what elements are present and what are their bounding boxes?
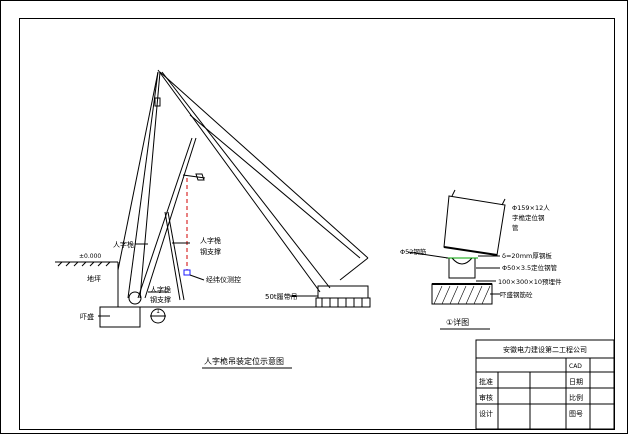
- approve-label: 批准: [479, 377, 493, 386]
- drawing-no-label: 图号: [569, 410, 583, 418]
- title-block-text: 安徽电力建设第二工程公司 CAD 批准 审核 设计 日期 比例 图号: [479, 345, 587, 418]
- date-label: 日期: [569, 378, 583, 386]
- detail-view: [431, 189, 506, 305]
- plate-label: δ=20mm厚钢板: [502, 251, 552, 260]
- foundation-label: 地坪: [87, 274, 101, 283]
- detail-title: ①详图: [446, 317, 469, 327]
- detail-labels: Φ159×12人 字桅定位钢 管 Φ52钢筋 δ=20mm厚钢板 Φ50×3.5…: [400, 204, 562, 299]
- design-label: 设计: [479, 409, 493, 418]
- theodolite-marker: [183, 269, 191, 276]
- pit-label: 吓盛: [80, 312, 94, 321]
- crane-label: 50t履带吊: [265, 293, 298, 301]
- callout-number: 1: [156, 308, 160, 315]
- pipe-label-3: 管: [512, 223, 519, 232]
- brace-upper-label-2: 钢支撑: [200, 247, 221, 256]
- crawler-crane: [315, 285, 371, 308]
- gin-pole-label: 人字桅: [113, 240, 134, 249]
- title-block: [475, 339, 615, 430]
- detail-hatch: [433, 285, 491, 305]
- pipe-label-1: Φ159×12人: [512, 204, 550, 212]
- pulley: [128, 291, 142, 305]
- embed-label: 100×300×10预埋件: [498, 277, 562, 286]
- brace: [137, 137, 206, 301]
- inner-border: [19, 18, 615, 430]
- main-labels: ±0.000 地坪 人字桅 人字桅 钢支撑 人字桅 钢支撑 吓盛 经纬仪测控 5…: [79, 236, 298, 321]
- crane-boom: [157, 69, 369, 293]
- brace-lower-label-1: 人字桅: [150, 285, 171, 294]
- level-mark: ±0.000: [79, 253, 101, 260]
- leaders: [98, 242, 318, 317]
- review-label: 审核: [479, 393, 493, 402]
- scale-label: 比例: [569, 393, 583, 402]
- main-title: 人字桅吊装定位示意图: [204, 356, 284, 366]
- foundation-pit: [99, 306, 141, 328]
- cad-label: CAD: [569, 363, 582, 370]
- gin-pole: [117, 71, 161, 299]
- steel-pipe-label: Φ50×3.5定位钢管: [502, 263, 558, 272]
- rebar-label: Φ52钢筋: [400, 247, 427, 256]
- detail-leaders: [407, 251, 500, 295]
- theodolite-label: 经纬仪测控: [206, 275, 241, 284]
- base-label: 吓盛钢筋砼: [500, 290, 533, 299]
- brace-lower-label-2: 钢支撑: [150, 295, 171, 304]
- pipe-label-2: 字桅定位钢: [512, 213, 545, 222]
- company-name: 安徽电力建设第二工程公司: [503, 345, 587, 354]
- brace-upper-label-1: 人字桅: [200, 236, 221, 245]
- leader-theodolite: [189, 274, 205, 281]
